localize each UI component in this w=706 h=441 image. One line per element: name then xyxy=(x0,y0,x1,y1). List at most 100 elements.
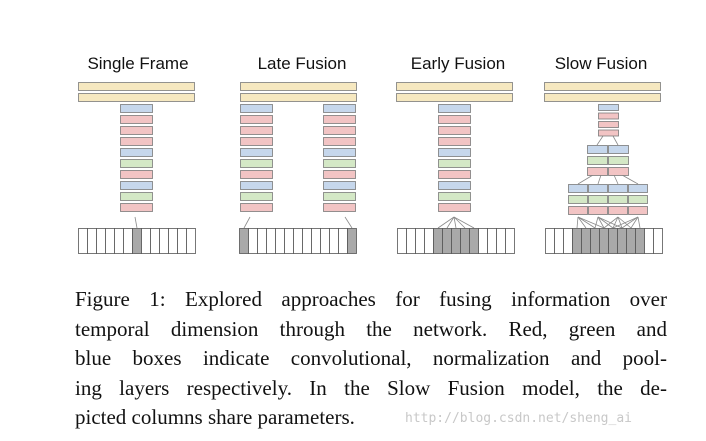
conv-layer-box xyxy=(588,206,608,215)
frame-active xyxy=(469,228,479,254)
conv-layer-box xyxy=(240,137,273,146)
pool-layer-box xyxy=(323,148,356,157)
connector-line xyxy=(243,216,251,229)
conv-layer-box xyxy=(587,167,608,176)
frame-active xyxy=(442,228,452,254)
frame xyxy=(505,228,515,254)
connector-line xyxy=(597,216,605,229)
connector-line xyxy=(453,216,475,229)
frame xyxy=(563,228,573,254)
panel-title-single-frame: Single Frame xyxy=(87,54,188,73)
frame xyxy=(545,228,555,254)
connector-line xyxy=(637,216,641,229)
connector-line xyxy=(630,216,639,229)
frame-active xyxy=(599,228,609,254)
frame xyxy=(141,228,151,254)
frame-active xyxy=(239,228,249,254)
pool-layer-box xyxy=(568,184,588,193)
pool-layer-box xyxy=(438,104,471,113)
frame-active xyxy=(581,228,591,254)
pool-layer-box xyxy=(628,184,648,193)
frame xyxy=(302,228,312,254)
pool-layer-box xyxy=(323,181,356,190)
panel-title-late-fusion: Late Fusion xyxy=(258,54,347,73)
conv-layer-box xyxy=(240,203,273,212)
norm-layer-box xyxy=(588,195,608,204)
norm-layer-box xyxy=(587,156,608,165)
frame xyxy=(338,228,348,254)
frame-active xyxy=(347,228,357,254)
conv-layer-box xyxy=(598,112,619,120)
norm-layer-box xyxy=(323,159,356,168)
norm-layer-box xyxy=(120,159,153,168)
frame xyxy=(150,228,160,254)
conv-layer-box xyxy=(323,137,356,146)
connector-line xyxy=(576,216,579,229)
conv-layer-box xyxy=(240,126,273,135)
conv-layer-box xyxy=(240,115,273,124)
frame xyxy=(159,228,169,254)
conv-layer-box xyxy=(598,129,619,137)
conv-layer-box xyxy=(323,170,356,179)
frame xyxy=(653,228,663,254)
architecture-figure: Single Frame Late Fusion Early Fusion Slow … xyxy=(78,54,663,254)
pool-layer-box xyxy=(598,104,619,111)
norm-layer-box xyxy=(240,192,273,201)
frame-active xyxy=(433,228,443,254)
connector-line xyxy=(613,174,619,185)
frame xyxy=(248,228,258,254)
pool-layer-box xyxy=(587,145,608,154)
norm-layer-box xyxy=(438,159,471,168)
figure-caption: Figure 1: Explored approaches for fusing… xyxy=(75,285,667,433)
connector-line xyxy=(597,174,602,185)
frame xyxy=(644,228,654,254)
frame-active xyxy=(460,228,470,254)
norm-layer-box xyxy=(120,192,153,201)
norm-layer-box xyxy=(608,156,629,165)
conv-layer-box xyxy=(120,126,153,135)
norm-layer-box xyxy=(568,195,588,204)
frame-active xyxy=(451,228,461,254)
connector-line xyxy=(612,135,619,146)
conv-layer-box xyxy=(438,137,471,146)
connector-line xyxy=(446,216,455,229)
fc-layer-box xyxy=(396,93,513,102)
conv-layer-box xyxy=(120,115,153,124)
connector-line xyxy=(594,216,599,229)
connector-line xyxy=(612,216,639,229)
connector-line xyxy=(617,216,632,229)
fc-layer-box xyxy=(396,82,513,91)
pool-layer-box xyxy=(588,184,608,193)
conv-layer-box xyxy=(608,206,628,215)
fc-layer-box xyxy=(544,93,661,102)
caption-line: temporal dimension through the network. … xyxy=(75,316,667,341)
conv-layer-box xyxy=(438,170,471,179)
caption-line: Figure 1: Explored approaches for fusing… xyxy=(75,287,667,311)
conv-layer-box xyxy=(240,170,273,179)
connector-line xyxy=(577,174,594,185)
norm-layer-box xyxy=(438,192,471,201)
frame xyxy=(114,228,124,254)
frame xyxy=(424,228,434,254)
frame xyxy=(275,228,285,254)
frame xyxy=(329,228,339,254)
connector-line xyxy=(603,216,619,229)
frame xyxy=(293,228,303,254)
conv-layer-box xyxy=(120,137,153,146)
fc-layer-box xyxy=(240,93,357,102)
caption-line: ing layers respectively. In the Slow Fus… xyxy=(75,375,667,400)
frame xyxy=(177,228,187,254)
conv-layer-box xyxy=(323,203,356,212)
conv-layer-box xyxy=(628,206,648,215)
pool-layer-box xyxy=(240,181,273,190)
fc-layer-box xyxy=(240,82,357,91)
pool-layer-box xyxy=(240,148,273,157)
panel-title-slow-fusion: Slow Fusion xyxy=(555,54,648,73)
conv-layer-box xyxy=(568,206,588,215)
frame xyxy=(257,228,267,254)
connector-line xyxy=(612,216,619,229)
pool-layer-box xyxy=(438,181,471,190)
frame xyxy=(266,228,276,254)
panel-title-early-fusion: Early Fusion xyxy=(411,54,505,73)
frame xyxy=(105,228,115,254)
